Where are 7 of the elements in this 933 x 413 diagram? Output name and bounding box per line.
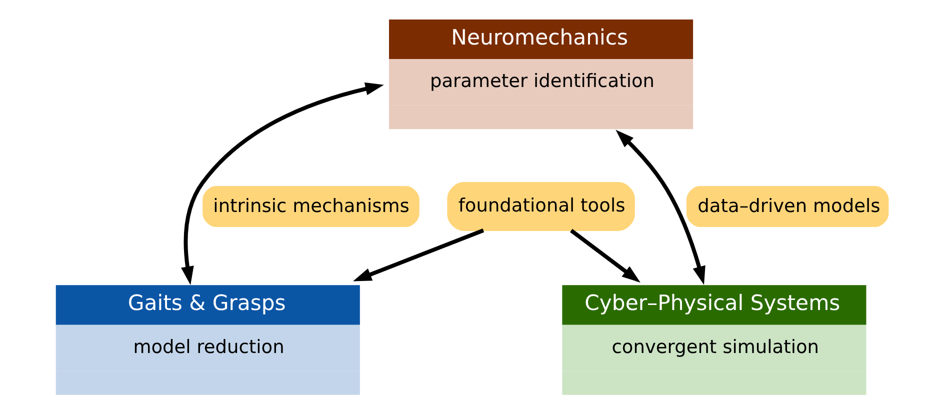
arrow [615,130,705,285]
arrow [352,228,484,282]
edge-label: intrinsic mechanisms [212,196,409,218]
arrow [570,228,640,283]
node-box: foundational tools [446,182,634,231]
edge-label: data–driven models [697,196,880,218]
arrow [180,82,384,285]
